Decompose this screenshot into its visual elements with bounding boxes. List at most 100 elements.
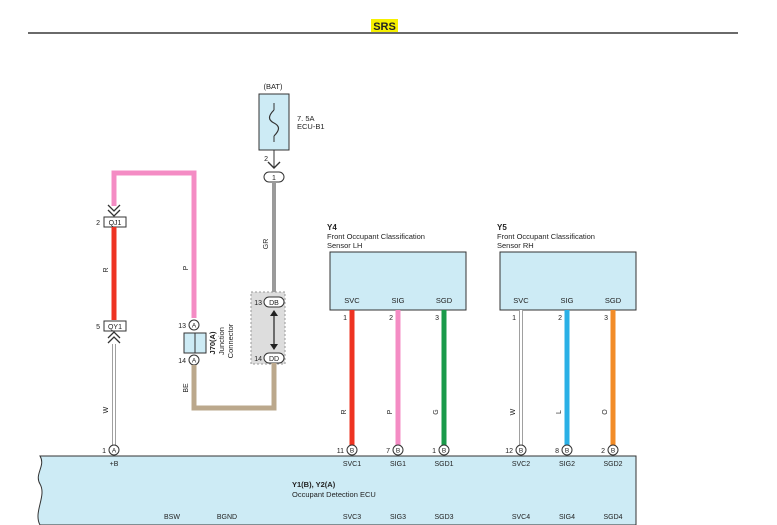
qy1-chevron-icon	[107, 331, 121, 344]
fuse-connector-pin-label: 1	[272, 175, 276, 182]
wire-lh-sgd-label: G	[433, 409, 440, 414]
ecu-pin-letter: A	[112, 448, 117, 455]
junction-pin-bottom-number: 14	[178, 358, 186, 365]
ecu-bottom-label-bgnd: BGND	[217, 514, 237, 521]
ecu-pin-svc2: B 12 SVC2	[505, 444, 530, 468]
connector-dd-pin: 14	[254, 356, 262, 363]
connector-db-label: DB	[269, 300, 279, 307]
ecu-pin-number: 2	[601, 448, 605, 455]
connector-db-pin: 13	[254, 300, 262, 307]
wire-r-label: R	[103, 267, 110, 272]
junction-pin-top	[188, 319, 200, 331]
junction-pin-top-letter: A	[192, 323, 197, 330]
ecu-bottom-label-sgd3: SGD3	[434, 514, 453, 521]
sensor-rh-pin-1: 1	[512, 315, 516, 322]
ecu-bottom-label-sig3: SIG3	[390, 514, 406, 521]
ecu-pin-label: SGD2	[603, 461, 622, 468]
ecu-pin-number: 1	[432, 448, 436, 455]
ecu-pin-label: SIG2	[559, 461, 575, 468]
sensor-rh-pin-2: 2	[558, 315, 562, 322]
ecu-bottom-label-bsw: BSW	[164, 514, 180, 521]
ecu-pin-svc1: B 11 SVC1	[337, 444, 361, 468]
page-title: SRS	[373, 21, 396, 33]
ecu-pin-number: 7	[386, 448, 390, 455]
sensor-lh-name-line1: Front Occupant Classification	[327, 232, 425, 241]
junction-pin-top-number: 13	[178, 323, 186, 330]
sensor-lh-pin-3: 3	[435, 315, 439, 322]
fuse-pin-number: 2	[264, 156, 268, 163]
ecu-bottom-label-sig4: SIG4	[559, 514, 575, 521]
sensor-rh-terminal-sgd: SGD	[605, 296, 622, 305]
ecu-pin-letter: B	[611, 448, 615, 455]
connector-qy1-label: QY1	[108, 324, 122, 331]
wire-p-label: P	[183, 265, 190, 270]
wire-be	[191, 363, 277, 411]
wire-rh-sig-label: L	[556, 410, 563, 414]
sensor-lh-terminal-sig: SIG	[392, 296, 405, 305]
connector-dd-label: DD	[269, 356, 279, 363]
sensor-lh-terminal-svc: SVC	[344, 296, 360, 305]
ecu-pin-letter: B	[565, 448, 569, 455]
ecu-id: Y1(B), Y2(A)	[292, 480, 336, 489]
junction-pin-bottom-letter: A	[192, 358, 197, 365]
sensor-lh-pin-2: 2	[389, 315, 393, 322]
ecu-pin-letter: B	[519, 448, 523, 455]
junction-name-line2: Connector	[226, 323, 235, 358]
ecu-pin-number: 12	[505, 448, 513, 455]
ecu-pin-label: SGD1	[434, 461, 453, 468]
wire-be-label: BE	[183, 383, 190, 393]
fuse-rating: 7. 5A	[297, 114, 315, 123]
sensor-lh-name-line2: Sensor LH	[327, 241, 362, 250]
ecu-bottom-label-sgd4: SGD4	[603, 514, 622, 521]
wire-p	[111, 170, 197, 318]
ecu-pin-letter: B	[350, 448, 354, 455]
ecu-name: Occupant Detection ECU	[292, 490, 376, 499]
fuse-chevron-icon	[267, 161, 281, 169]
ecu-bottom-label-svc4: SVC4	[512, 514, 530, 521]
ecu-pin-label: SVC1	[343, 461, 361, 468]
connector-db	[263, 296, 285, 308]
wire-rh-svc-label: W	[510, 408, 517, 415]
fuse-name: ECU-B1	[297, 122, 325, 131]
sensor-lh-pin-1: 1	[343, 315, 347, 322]
qj1-chevron-icon	[107, 204, 121, 217]
wire-lh-svc-label: R	[341, 409, 348, 414]
wire-rh-sgd-label: O	[602, 409, 609, 415]
connector-qj1-pin: 2	[96, 220, 100, 227]
ecu-pin-sgd1: B 1 SGD1	[432, 444, 454, 468]
title-highlight	[371, 19, 398, 32]
connector-qy1-pin: 5	[96, 324, 100, 331]
sensor-rh-pin-3: 3	[604, 315, 608, 322]
sensor-lh-box	[329, 251, 467, 311]
sensor-lh-id: Y4	[327, 223, 337, 232]
ecu-pin-letter: B	[396, 448, 400, 455]
ecu-pin-number: 11	[337, 448, 344, 455]
sensor-rh-name-line2: Sensor RH	[497, 241, 534, 250]
wire-w-label: W	[103, 406, 110, 413]
junction-id: J70(A)	[208, 331, 217, 354]
ecu-bottom-label-svc3: SVC3	[343, 514, 361, 521]
sensor-rh-box	[499, 251, 637, 311]
ecu-pin-plus-b: A 1 +B	[102, 444, 120, 468]
connector-qy1	[103, 320, 127, 332]
sensor-rh-name-line1: Front Occupant Classification	[497, 232, 595, 241]
shorting-arrow-up-icon	[270, 310, 278, 316]
ecu-pin-letter: B	[442, 448, 446, 455]
wire-gr-label: GR	[263, 239, 270, 250]
ecu-pin-number: 8	[555, 448, 559, 455]
ecu-pin-label: SIG1	[390, 461, 406, 468]
ecu-pin-label: +B	[110, 461, 119, 468]
sensor-rh-terminal-sig: SIG	[561, 296, 574, 305]
sensor-rh-id: Y5	[497, 223, 507, 232]
shorting-arrow-down-icon	[270, 344, 278, 350]
junction-name-line1: Junction	[217, 327, 226, 355]
ecu-pin-sig1: B 7 SIG1	[386, 444, 406, 468]
fuse-icon	[268, 109, 280, 137]
sensor-lh-terminal-sgd: SGD	[436, 296, 453, 305]
ecu-pin-number: 1	[102, 448, 106, 455]
ecu-pin-label: SVC2	[512, 461, 530, 468]
sensor-rh-terminal-svc: SVC	[513, 296, 529, 305]
fuse-source-label: (BAT)	[263, 82, 283, 91]
ecu-pin-sgd2: B 2 SGD2	[601, 444, 623, 468]
